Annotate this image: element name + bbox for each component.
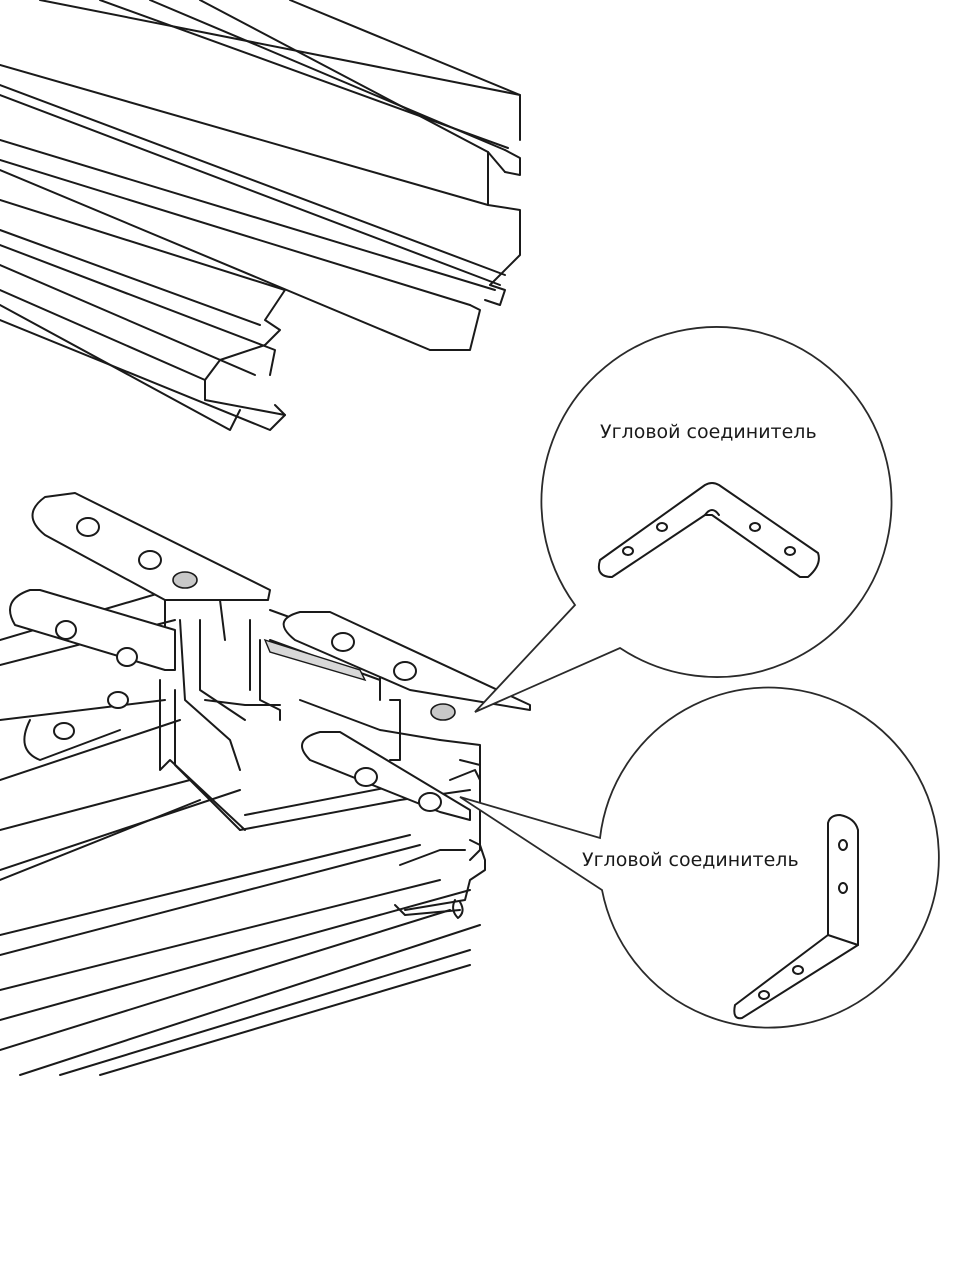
assembled-profile	[0, 589, 486, 1076]
callout-flat-corner-connector: Угловой соединитель	[474, 326, 893, 713]
callout-label-1: Угловой соединитель	[600, 421, 817, 443]
callout-l-shaped-corner-connector: Угловой соединитель	[459, 686, 940, 1029]
callout-label-2: Угловой соединитель	[582, 849, 799, 871]
l-shaped-corner-connector-icon	[733, 814, 859, 1020]
connector-plate-bottom-left	[9, 589, 176, 671]
flat-corner-connector-icon	[597, 482, 820, 578]
connector-plate-top-right	[282, 611, 531, 721]
connector-plate-bottom-right	[301, 731, 471, 821]
connector-plate-top-left	[31, 492, 271, 601]
upper-profile-rails	[0, 0, 521, 431]
